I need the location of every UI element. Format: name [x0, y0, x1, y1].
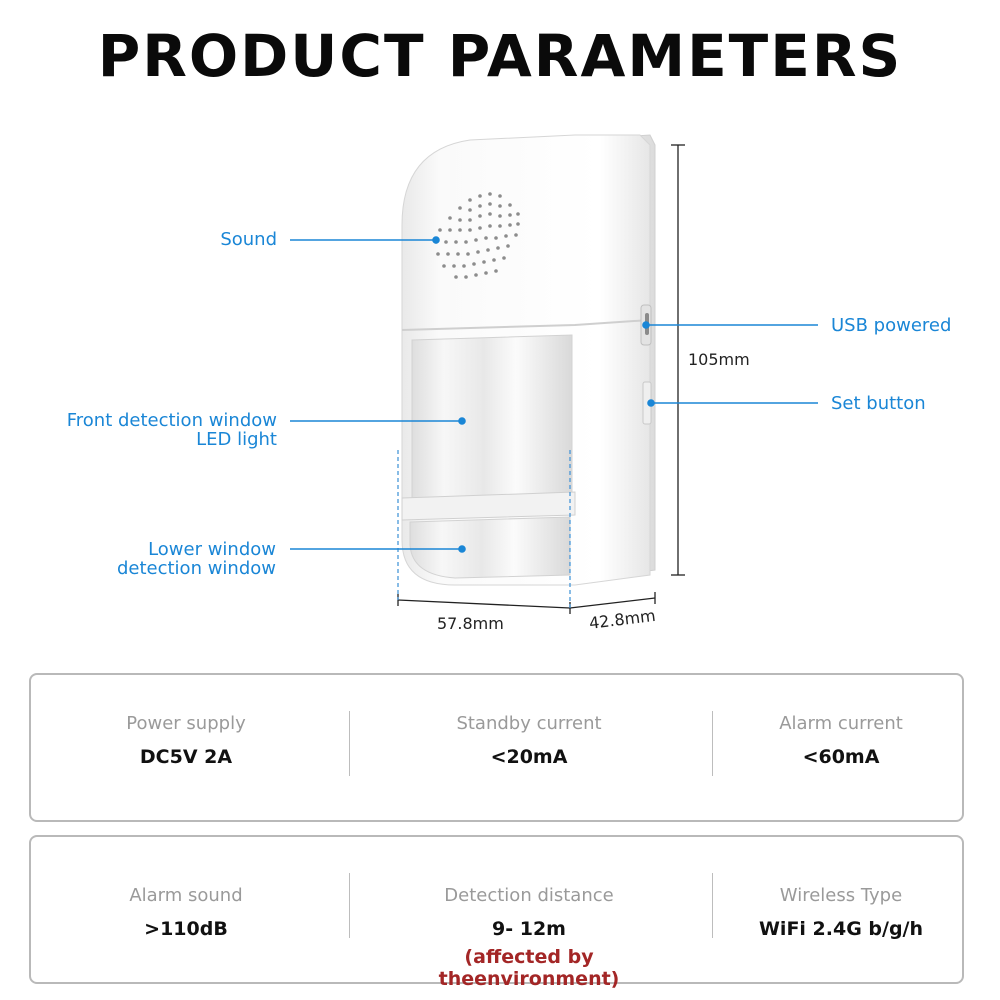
divider [349, 711, 350, 776]
dimension-guides [397, 450, 571, 610]
spec-power-supply: Power supply DC5V 2A [31, 713, 341, 768]
callout-lower-window-line2: detection window [116, 558, 276, 579]
spec-standby-current: Standby current <20mA [374, 713, 684, 768]
spec-value: 9- 12m [492, 918, 566, 940]
spec-value: >110dB [144, 918, 228, 940]
spec-value: <20mA [490, 746, 568, 768]
callout-lower-window: Lower window detection window [60, 540, 276, 578]
callout-front-window: Front detection window LED light [20, 411, 277, 449]
spec-label: Alarm sound [129, 885, 243, 906]
spec-label: Standby current [456, 713, 602, 734]
callout-set-button: Set button [831, 393, 926, 414]
spec-wireless-type: Wireless Type WiFi 2.4G b/g/h [686, 885, 996, 940]
callout-leaders [290, 236, 818, 553]
spec-value: <60mA [802, 746, 880, 768]
product-diagram: Sound Front detection window LED light L… [20, 134, 952, 633]
specs-panel-1: Power supply DC5V 2A Standby current <20… [29, 673, 964, 822]
callout-front-window-line1: Front detection window [66, 410, 277, 431]
sensor-illustration [290, 134, 818, 614]
callout-usb: USB powered [831, 315, 952, 336]
dimension-width: 57.8mm [437, 614, 504, 633]
spec-detection-distance: Detection distance 9- 12m (affected by t… [374, 885, 684, 990]
spec-label: Power supply [126, 713, 246, 734]
callout-lower-window-line1: Lower window [148, 539, 276, 560]
spec-value: WiFi 2.4G b/g/h [758, 918, 924, 940]
spec-label: Detection distance [444, 885, 614, 906]
divider [349, 873, 350, 938]
spec-value: DC5V 2A [139, 746, 233, 768]
spec-alarm-current: Alarm current <60mA [686, 713, 996, 768]
specs-panel-2: Alarm sound >110dB Detection distance 9-… [29, 835, 964, 990]
spec-alarm-sound: Alarm sound >110dB [31, 885, 341, 940]
divider [712, 873, 713, 938]
divider [712, 711, 713, 776]
callout-sound: Sound [220, 229, 277, 250]
callout-front-window-line2: LED light [196, 429, 277, 450]
dimension-height: 105mm [688, 350, 750, 369]
page-title: PRODUCT PARAMETERS [97, 22, 903, 90]
spec-note: (affected by theenvironment) [438, 946, 620, 990]
spec-label: Alarm current [779, 713, 903, 734]
spec-label: Wireless Type [779, 885, 903, 906]
speaker-grille [434, 192, 520, 279]
